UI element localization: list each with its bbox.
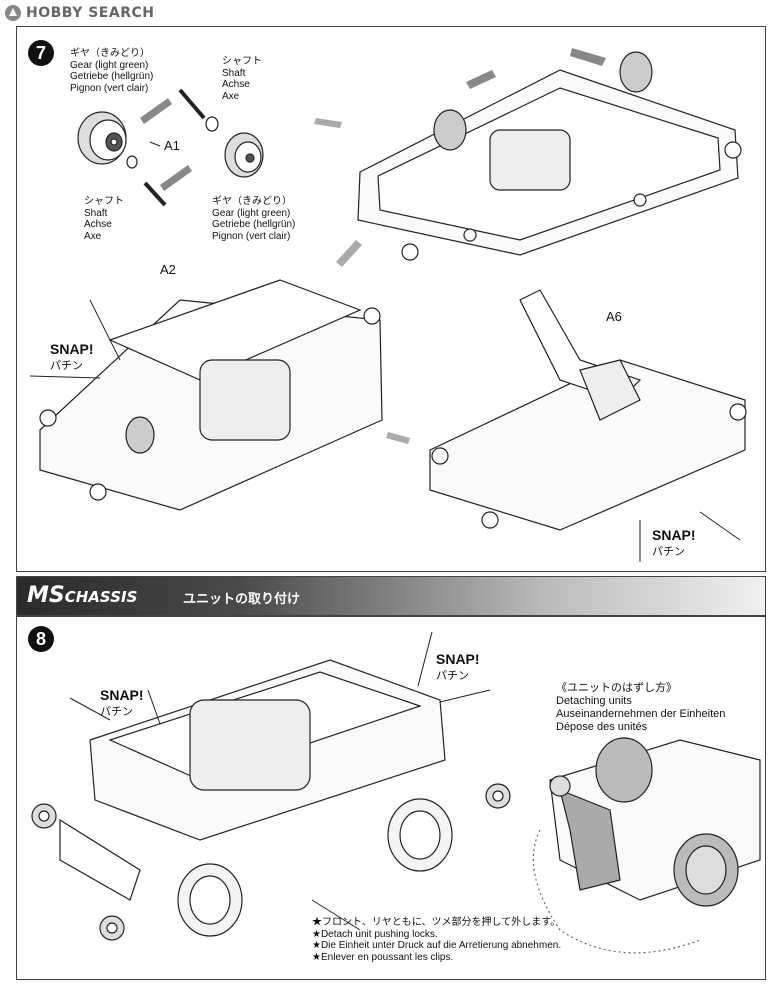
arrow-icon [160, 165, 192, 191]
chassis-mid-left-icon [39, 279, 383, 511]
shaft-top-label-en: Shaft [222, 67, 246, 79]
detach-title-fr: Dépose des unités [556, 721, 648, 733]
gear-left-icon [77, 111, 127, 165]
banner-ms: MS [27, 583, 65, 608]
hobby-search-logo-icon [5, 5, 21, 21]
snap-text-jp: パチン [100, 706, 133, 718]
snap-text-jp: パチン [50, 360, 83, 372]
snap-text: SNAP! [652, 527, 696, 543]
watermark-text: HOBBY SEARCH [26, 5, 155, 21]
detach-note-jp: ★フロント、リヤともに、ツメ部分を押して外します。 [312, 917, 561, 928]
banner-chassis: CHASSIS [64, 588, 138, 606]
arrow-icon [314, 118, 342, 128]
shaft-bottom-label: シャフト Shaft Achse Axe [84, 196, 124, 242]
gear-bottom-label-fr: Pignon (vert clair) [212, 230, 291, 242]
gear-bottom-label: ギヤ（きみどり） Gear (light green) Getriebe (he… [212, 196, 295, 242]
snap-label-step8-left: SNAP! パチン [100, 688, 144, 720]
gear-top-label-de: Getriebe (hellgrün) [70, 71, 154, 82]
snap-label-step7-left: SNAP! パチン [50, 342, 94, 374]
gear-bottom-label-jp: ギヤ（きみどり） [212, 196, 292, 207]
gear-bottom-label-en: Gear (light green) [212, 207, 291, 219]
step-7-panel [16, 26, 766, 572]
banner-logo: MSCHASSIS [27, 583, 137, 608]
gear-top-label: ギヤ（きみどり） Gear (light green) Getriebe (he… [70, 48, 153, 94]
snap-text: SNAP! [100, 687, 144, 703]
snap-label-step7-right: SNAP! パチン [652, 528, 696, 560]
part-a6-label: A6 [606, 309, 622, 324]
gear-bottom-label-de: Getriebe (hellgrün) [212, 219, 296, 230]
step-8-panel [16, 616, 766, 980]
detach-title-jp: 《ユニットのはずし方》 [556, 682, 677, 694]
step-8-number: 8 [28, 626, 54, 652]
detach-unit-icon [532, 737, 761, 954]
shaft-bottom-label-fr: Axe [84, 230, 102, 242]
arrow-icon [140, 98, 172, 124]
shaft-top-icon [178, 88, 206, 120]
detach-title-de: Auseinandernehmen der Einheiten [556, 708, 726, 720]
snap-text: SNAP! [436, 651, 480, 667]
detach-note-fr: ★Enlever en poussant les clips. [312, 951, 454, 963]
ms-chassis-banner: MSCHASSIS ユニットの取り付け [16, 576, 766, 616]
shaft-top-label: シャフト Shaft Achse Axe [222, 56, 262, 102]
arrow-icon [466, 70, 496, 89]
shaft-bottom-label-de: Achse [84, 219, 112, 230]
step-7-number: 7 [28, 40, 54, 66]
snap-text: SNAP! [50, 341, 94, 357]
part-a1-icon [205, 116, 219, 132]
detach-title: 《ユニットのはずし方》 Detaching units Auseinandern… [556, 682, 725, 734]
chassis-assembled-icon [31, 659, 511, 941]
chassis-top-right-icon [357, 51, 742, 261]
gear-top-label-en: Gear (light green) [70, 59, 149, 71]
detach-notes: ★フロント、リヤともに、ツメ部分を押して外します。 ★Detach unit p… [312, 917, 561, 963]
shaft-top-label-fr: Axe [222, 90, 240, 102]
gear-right-icon [224, 132, 264, 178]
snap-text-jp: パチン [652, 546, 685, 558]
shaft-bottom-label-jp: シャフト [84, 196, 124, 207]
watermark: HOBBY SEARCH [4, 3, 154, 23]
shaft-top-label-jp: シャフト [222, 56, 262, 67]
detach-note-en: ★Detach unit pushing locks. [312, 928, 438, 940]
shaft-bottom-icon [143, 181, 167, 207]
gear-top-label-jp: ギヤ（きみどり） [70, 48, 150, 59]
detach-note-de: ★Die Einheit unter Druck auf die Arretie… [312, 940, 562, 951]
banner-title: ユニットの取り付け [183, 591, 301, 606]
part-a2-label: A2 [160, 262, 176, 277]
arrow-icon [336, 240, 362, 267]
gear-top-label-fr: Pignon (vert clair) [70, 82, 149, 94]
snap-text-jp: パチン [436, 670, 469, 682]
snap-label-step8-right: SNAP! パチン [436, 652, 480, 684]
shaft-top-label-de: Achse [222, 79, 250, 90]
arrow-icon [386, 432, 410, 444]
detach-title-en: Detaching units [556, 695, 632, 707]
part-a1-label: A1 [164, 138, 180, 153]
arrow-icon [570, 48, 606, 66]
shaft-bottom-label-en: Shaft [84, 207, 108, 219]
chassis-mid-right-icon [429, 289, 747, 531]
